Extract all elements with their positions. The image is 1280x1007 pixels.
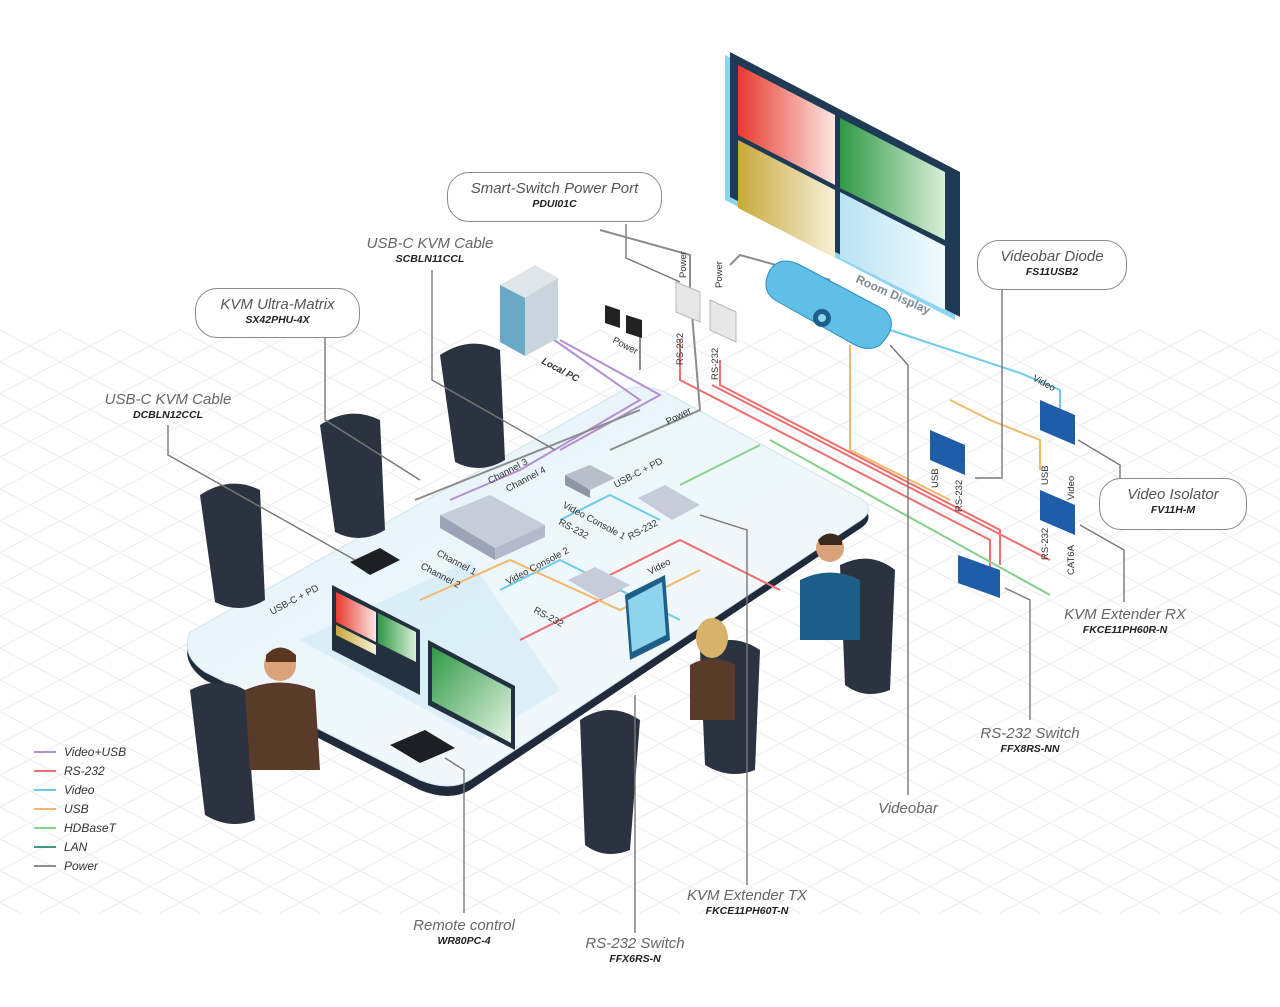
callout-videobar: Videobar (878, 800, 938, 817)
usb-label-1: USB (930, 468, 941, 488)
legend-swatch (34, 769, 56, 772)
callout-video-isolator: Video Isolator FV11H-M (1099, 478, 1247, 530)
power-label-2: Power (714, 261, 725, 288)
callout-leaders (167, 224, 1125, 933)
local-pc (500, 265, 558, 356)
rs232-label-4: RS-232 (1040, 528, 1051, 560)
av-devices (350, 400, 1075, 763)
usb-label-2: USB (1040, 465, 1051, 485)
callout-remote: Remote control WR80PC-4 (413, 917, 515, 947)
callout-kvm-rx: KVM Extender RX FKCE11PH60R-N (1064, 606, 1186, 636)
legend-item: RS-232 (34, 761, 126, 780)
callout-rs232-right: RS-232 Switch FFX8RS-NN (980, 725, 1080, 755)
cable-runs (414, 229, 1061, 641)
legend: Video+USB RS-232 Video USB HDBaseT LAN P… (34, 742, 126, 875)
legend-item: USB (34, 799, 126, 818)
legend-swatch (34, 826, 56, 829)
legend-swatch (34, 788, 56, 791)
legend-swatch (34, 845, 56, 848)
callout-usbc-kvm-left: USB-C KVM Cable DCBLN12CCL (104, 391, 232, 421)
legend-swatch (34, 750, 56, 753)
callout-usbc-kvm-top: USB-C KVM Cable SCBLN11CCL (366, 235, 494, 265)
local-pc-label: Local PC (540, 356, 581, 385)
callout-smart-switch: Smart-Switch Power Port PDUI01C (447, 172, 662, 222)
legend-item: Video+USB (34, 742, 126, 761)
legend-swatch (34, 864, 56, 867)
power-label-1: Power (678, 251, 689, 278)
rs232-label-1: RS-232 (675, 333, 686, 365)
legend-swatch (34, 807, 56, 810)
people (245, 533, 860, 770)
chairs (190, 343, 895, 854)
legend-item: LAN (34, 837, 126, 856)
callout-videobar-diode: Videobar Diode FS11USB2 (977, 240, 1127, 290)
videobar-device (765, 260, 892, 349)
power-adapters (605, 281, 737, 343)
callout-rs232-bottom: RS-232 Switch FFX6RS-N (585, 935, 685, 965)
callout-kvm-ultra: KVM Ultra-Matrix SX42PHU-4X (195, 288, 360, 338)
rs232-label-2: RS-232 (710, 348, 721, 380)
legend-item: Power (34, 856, 126, 875)
legend-item: HDBaseT (34, 818, 126, 837)
desk-monitors (332, 575, 670, 750)
cat6a-label: CAT6A (1066, 544, 1077, 575)
room-display: Room Display (725, 52, 960, 320)
rs232-label-3: RS-232 (954, 480, 965, 512)
callout-kvm-tx: KVM Extender TX FKCE11PH60T-N (686, 887, 808, 917)
video-label-2: Video (1066, 476, 1077, 500)
legend-item: Video (34, 780, 126, 799)
